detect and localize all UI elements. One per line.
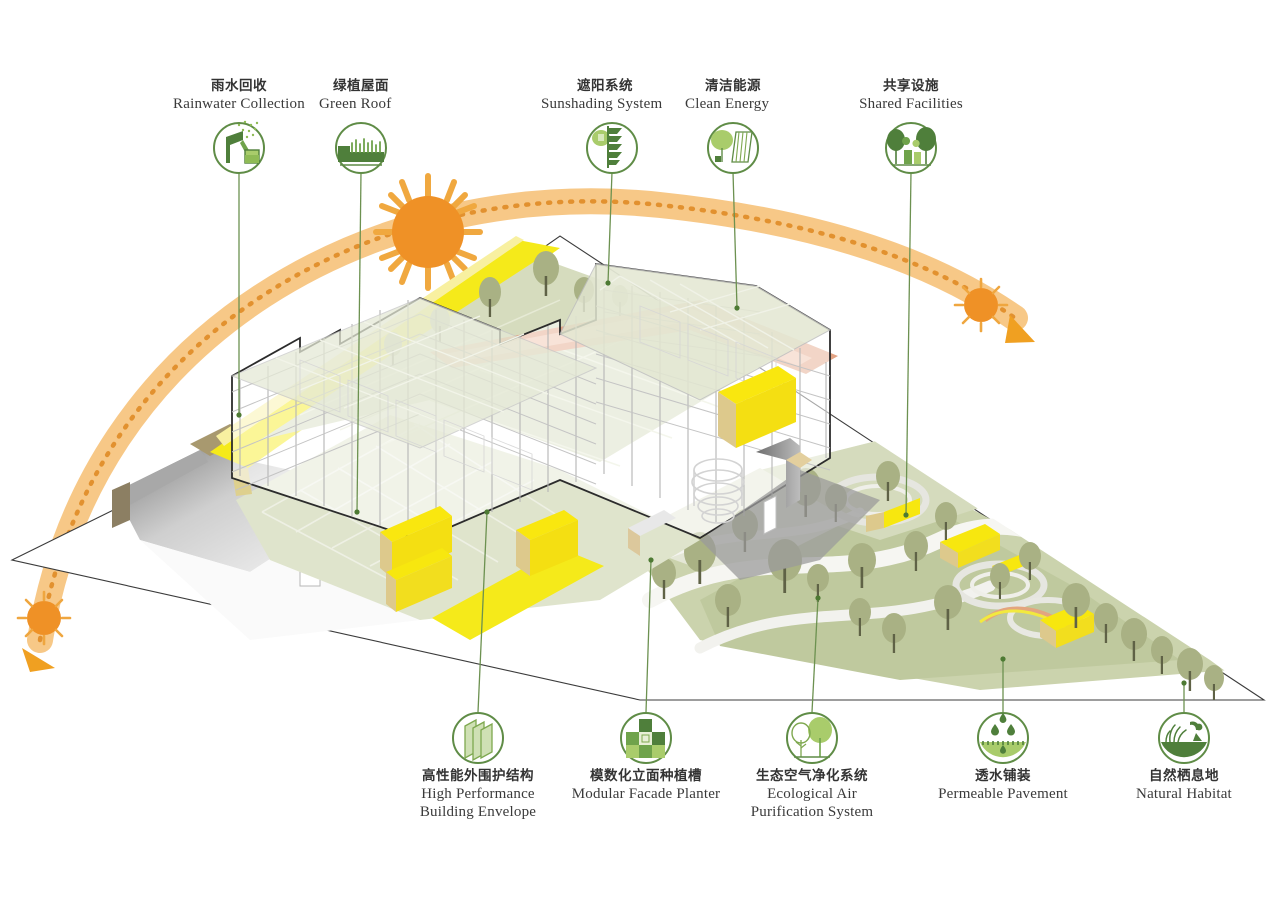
label-zh: 生态空气净化系统 [756,768,868,783]
sun-path-dotted-line [37,199,1018,643]
program-block-southwest-lower [386,548,452,612]
label-zh: 雨水回收 [211,78,267,93]
building-wireframe [230,262,832,541]
label-zh: 模数化立面种植槽 [590,768,702,783]
label-zh: 自然栖息地 [1149,768,1219,783]
program-block-southwest [380,506,452,578]
label-shared-facilities: 共享设施 Shared Facilities [811,78,1011,114]
green-roof-icon[interactable] [335,122,387,174]
east-entry-court [628,438,880,580]
rainwater-collection-icon[interactable] [213,120,265,174]
label-ecological-air-purification-system: 生态空气净化系统 Ecological Air Purification Sys… [712,768,912,821]
shared-facilities-icon[interactable] [885,122,937,174]
tower-roof-grid [599,275,795,351]
main-sun-icon [373,173,483,291]
pavilion-block-2 [940,524,1000,568]
label-en: Modular Facade Planter [571,785,721,802]
program-block-east [718,366,796,448]
label-en: Green Roof [319,95,392,112]
label-en-line1: Ecological Air [767,785,857,802]
spiral-staircase [691,458,745,524]
clean-energy-icon[interactable] [707,122,759,174]
court-step-1 [628,510,676,536]
label-sunshading-system: 遮阳系统 Sunshading System [472,78,752,114]
label-zh: 绿植屋面 [333,78,389,93]
court-wall-top [786,452,812,468]
tower-roof-deck [559,263,832,401]
label-high-performance-building-envelope: 高性能外围护结构 High Performance Building Envel… [378,768,578,821]
air-purification-icon[interactable] [786,712,838,764]
label-en: Permeable Pavement [938,785,1068,802]
label-en: Shared Facilities [859,95,963,112]
label-en-line1: High Performance [421,785,535,802]
label-en: Natural Habitat [1136,785,1232,802]
permeable-pavement-icon[interactable] [977,712,1029,764]
interior-structural-bays [299,305,777,491]
program-block-southcenter [516,510,578,576]
label-natural-habitat: 自然栖息地 Natural Habitat [1084,768,1280,804]
label-rainwater-collection: 雨水回收 Rainwater Collection [89,78,389,114]
court-step-1-side [628,528,640,556]
sun-path-group [16,173,1035,672]
modular-planter-icon[interactable] [620,712,672,764]
pavilion-block-1 [866,498,920,532]
roof-band-south [432,548,604,640]
court-wall [756,438,800,508]
label-permeable-pavement: 透水铺装 Permeable Pavement [903,768,1103,804]
label-en-line2: Purification System [750,804,874,821]
label-zh: 遮阳系统 [577,78,633,93]
yellow-program-blocks [380,366,796,612]
ramp-end-block [112,482,130,528]
label-clean-energy: 清洁能源 Clean Energy [653,78,853,114]
sunshading-system-icon[interactable] [586,122,638,174]
label-en: Rainwater Collection [173,95,305,112]
building-envelope-icon[interactable] [452,712,504,764]
wing-roof-deck [230,297,598,449]
ramp-wall [115,450,208,506]
sunrise-sun-icon [16,590,72,646]
label-zh: 清洁能源 [705,78,761,93]
court-pylon [763,495,777,535]
label-en: Clean Energy [685,95,770,112]
label-en: Sunshading System [541,95,663,112]
label-zh: 共享设施 [883,78,939,93]
label-modular-facade-planter: 模数化立面种植槽 Modular Facade Planter [546,768,746,804]
label-zh: 透水铺装 [975,768,1031,783]
natural-habitat-icon[interactable] [1158,712,1210,764]
leader-line-endpoints [236,280,1187,686]
label-en-line2: Building Envelope [419,804,537,821]
sunset-sun-icon [953,277,1009,333]
label-green-roof: 绿植屋面 Green Roof [281,78,441,114]
arrow-down-left-icon [22,648,55,672]
wing-roof-grid [275,315,549,431]
shadow-court [700,470,880,580]
arrow-down-right-icon [1005,315,1035,343]
leader-lines [238,171,1185,713]
label-zh: 高性能外围护结构 [422,768,534,783]
